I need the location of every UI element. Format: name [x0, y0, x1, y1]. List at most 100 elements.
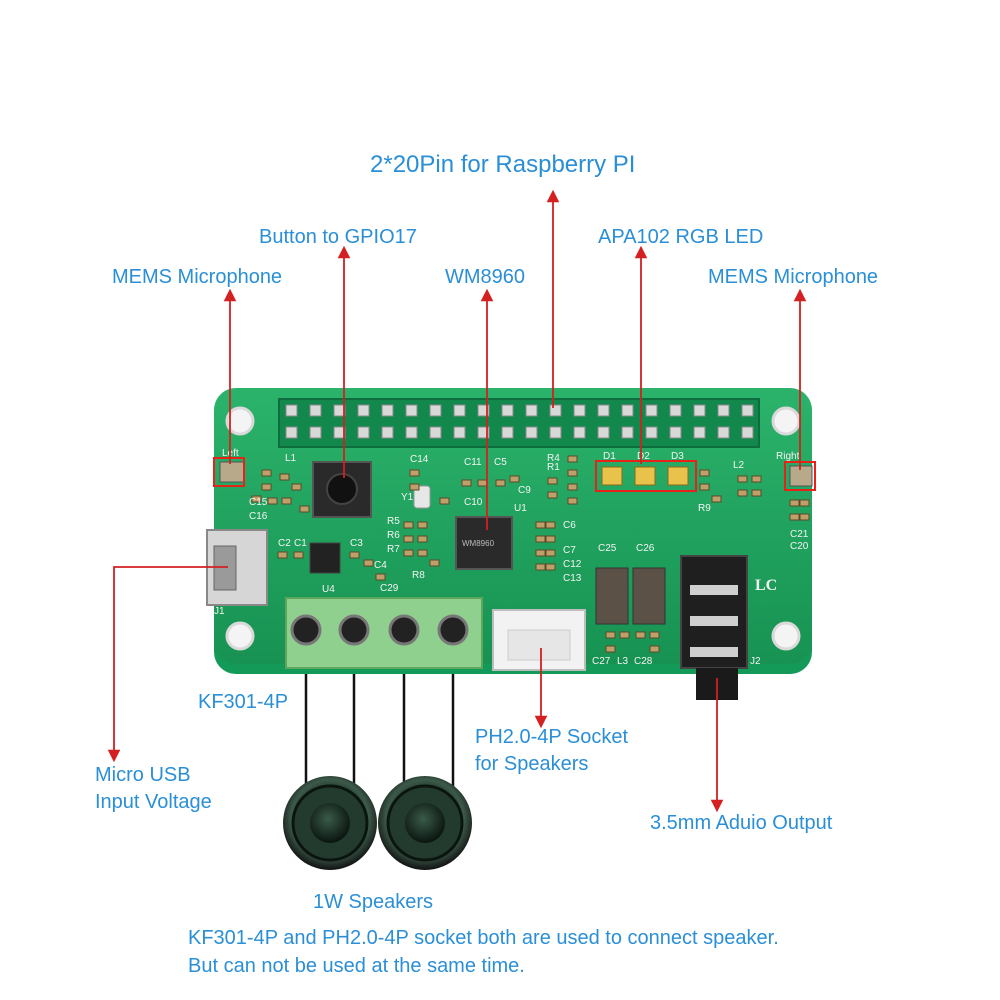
- header-pin: [405, 404, 418, 417]
- smd-component: [417, 535, 428, 543]
- header-pin: [501, 404, 514, 417]
- smd-component: [293, 551, 304, 559]
- header-pin: [645, 404, 658, 417]
- smd-component: [403, 549, 414, 557]
- header-pin: [549, 426, 562, 439]
- smd-component: [799, 499, 810, 507]
- silk-c14: C14: [410, 454, 429, 465]
- header-pin: [453, 404, 466, 417]
- header-pin: [309, 426, 322, 439]
- smd-component: [545, 563, 556, 571]
- label-header-pins: 2*20Pin for Raspberry PI: [370, 151, 636, 178]
- silk-c21: C21: [790, 529, 809, 540]
- smd-component: [349, 551, 360, 559]
- smd-component: [635, 631, 646, 639]
- silk-c29: C29: [380, 583, 399, 594]
- smd-component: [545, 535, 556, 543]
- smd-component: [567, 455, 578, 463]
- usage-note: KF301-4P and PH2.0-4P socket both are us…: [188, 924, 779, 980]
- silk-lc: LC: [755, 577, 777, 594]
- silk-c4: C4: [374, 560, 387, 571]
- smd-component: [261, 483, 272, 491]
- header-pin: [333, 426, 346, 439]
- silk-j2: J2: [750, 656, 761, 667]
- header-pin: [669, 404, 682, 417]
- header-pin: [453, 426, 466, 439]
- silk-r4: R4: [547, 453, 560, 464]
- silk-chip: WM8960: [462, 539, 495, 548]
- silk-r1: R1: [547, 462, 560, 473]
- header-pin: [645, 426, 658, 439]
- smd-component: [403, 521, 414, 529]
- label-kf301: KF301-4P: [198, 691, 289, 713]
- header-pin: [621, 426, 634, 439]
- smd-component: [547, 477, 558, 485]
- rgb-leds: [601, 466, 689, 486]
- silk-r5: R5: [387, 516, 400, 527]
- label-rgb-led: APA102 RGB LED: [598, 226, 764, 248]
- smd-component: [477, 479, 488, 487]
- header-pin: [669, 426, 682, 439]
- silk-c25: C25: [598, 543, 617, 554]
- silk-r8: R8: [412, 570, 425, 581]
- terminal-block: [285, 597, 483, 669]
- smd-component: [291, 483, 302, 491]
- ph20-socket: [492, 609, 586, 671]
- silk-c26: C26: [636, 543, 655, 554]
- smd-component: [535, 563, 546, 571]
- silk-d1: D1: [603, 451, 616, 462]
- capacitors: [595, 567, 666, 625]
- label-mic-left: MEMS Microphone: [112, 266, 283, 288]
- pcb: [206, 388, 816, 700]
- label-speakers: 1W Speakers: [313, 891, 434, 913]
- silk-c11: C11: [464, 457, 482, 468]
- label-button: Button to GPIO17: [259, 226, 417, 248]
- silk-r6: R6: [387, 530, 400, 541]
- label-codec: WM8960: [445, 266, 526, 288]
- header-pin: [525, 426, 538, 439]
- label-usb-line1: Micro USB: [95, 764, 191, 786]
- smd-component: [535, 535, 546, 543]
- header-pin: [597, 426, 610, 439]
- header-pin: [693, 404, 706, 417]
- header-pin: [357, 426, 370, 439]
- smd-component: [699, 469, 710, 477]
- label-usb-line2: Input Voltage: [95, 791, 212, 813]
- silk-c12: C12: [563, 559, 582, 570]
- silk-c6: C6: [563, 520, 576, 531]
- smd-component: [619, 631, 630, 639]
- silk-u1: U1: [514, 503, 527, 514]
- gpio-header: [278, 398, 760, 448]
- right-mic-pad: [789, 465, 813, 487]
- smd-component: [567, 469, 578, 477]
- header-pin: [477, 404, 490, 417]
- smd-component: [403, 535, 414, 543]
- silk-d2: D2: [637, 451, 650, 462]
- silk-c3: C3: [350, 538, 363, 549]
- smd-component: [699, 483, 710, 491]
- annotation-arrows: [107, 189, 807, 813]
- silk-j1: J1: [214, 606, 225, 617]
- left-mic-pad: [219, 461, 245, 483]
- push-button: [312, 461, 372, 518]
- smd-component: [417, 549, 428, 557]
- header-pin: [477, 426, 490, 439]
- smd-component: [461, 479, 472, 487]
- crystal: [413, 485, 431, 509]
- smd-component: [509, 475, 520, 483]
- usage-note-line1: KF301-4P and PH2.0-4P socket both are us…: [188, 927, 779, 949]
- silk-l3: L3: [617, 656, 629, 667]
- smd-component: [279, 473, 290, 481]
- header-pin: [285, 404, 298, 417]
- smd-component: [535, 521, 546, 529]
- smd-component: [789, 513, 800, 521]
- silk-l2: L2: [733, 460, 745, 471]
- header-pin: [573, 426, 586, 439]
- smd-component: [799, 513, 810, 521]
- header-pin: [717, 404, 730, 417]
- speaker-right: [378, 776, 472, 870]
- silk-r7: R7: [387, 544, 400, 555]
- smd-component: [267, 497, 278, 505]
- arrow-usb: [107, 566, 228, 763]
- smd-component: [649, 631, 660, 639]
